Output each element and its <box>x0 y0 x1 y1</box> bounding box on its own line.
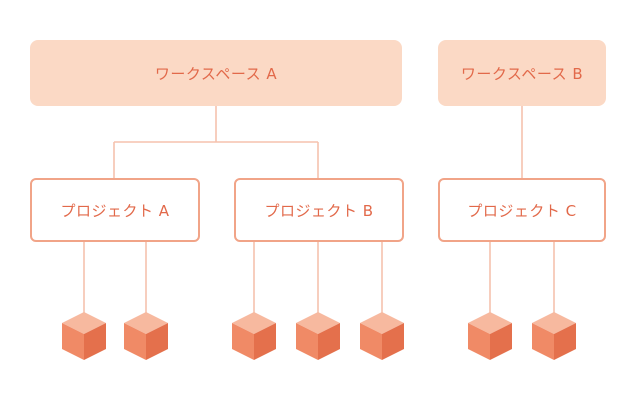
item-cube-icon <box>360 312 404 360</box>
workspace-a-label: ワークスペース A <box>154 64 278 83</box>
project-c-label: プロジェクト C <box>467 201 577 220</box>
project-b-label: プロジェクト B <box>264 201 374 220</box>
workspace-b: ワークスペース B <box>438 40 606 106</box>
item-cube-icon <box>62 312 106 360</box>
item-cube-icon <box>468 312 512 360</box>
project-a-label: プロジェクト A <box>60 201 170 220</box>
item-cube-icon <box>124 312 168 360</box>
project-c: プロジェクト C <box>438 178 606 242</box>
item-cube-icon <box>296 312 340 360</box>
item-cube-icon <box>532 312 576 360</box>
project-a: プロジェクト A <box>30 178 200 242</box>
workspace-a: ワークスペース A <box>30 40 402 106</box>
project-b: プロジェクト B <box>234 178 404 242</box>
item-cube-icon <box>232 312 276 360</box>
workspace-b-label: ワークスペース B <box>460 64 584 83</box>
